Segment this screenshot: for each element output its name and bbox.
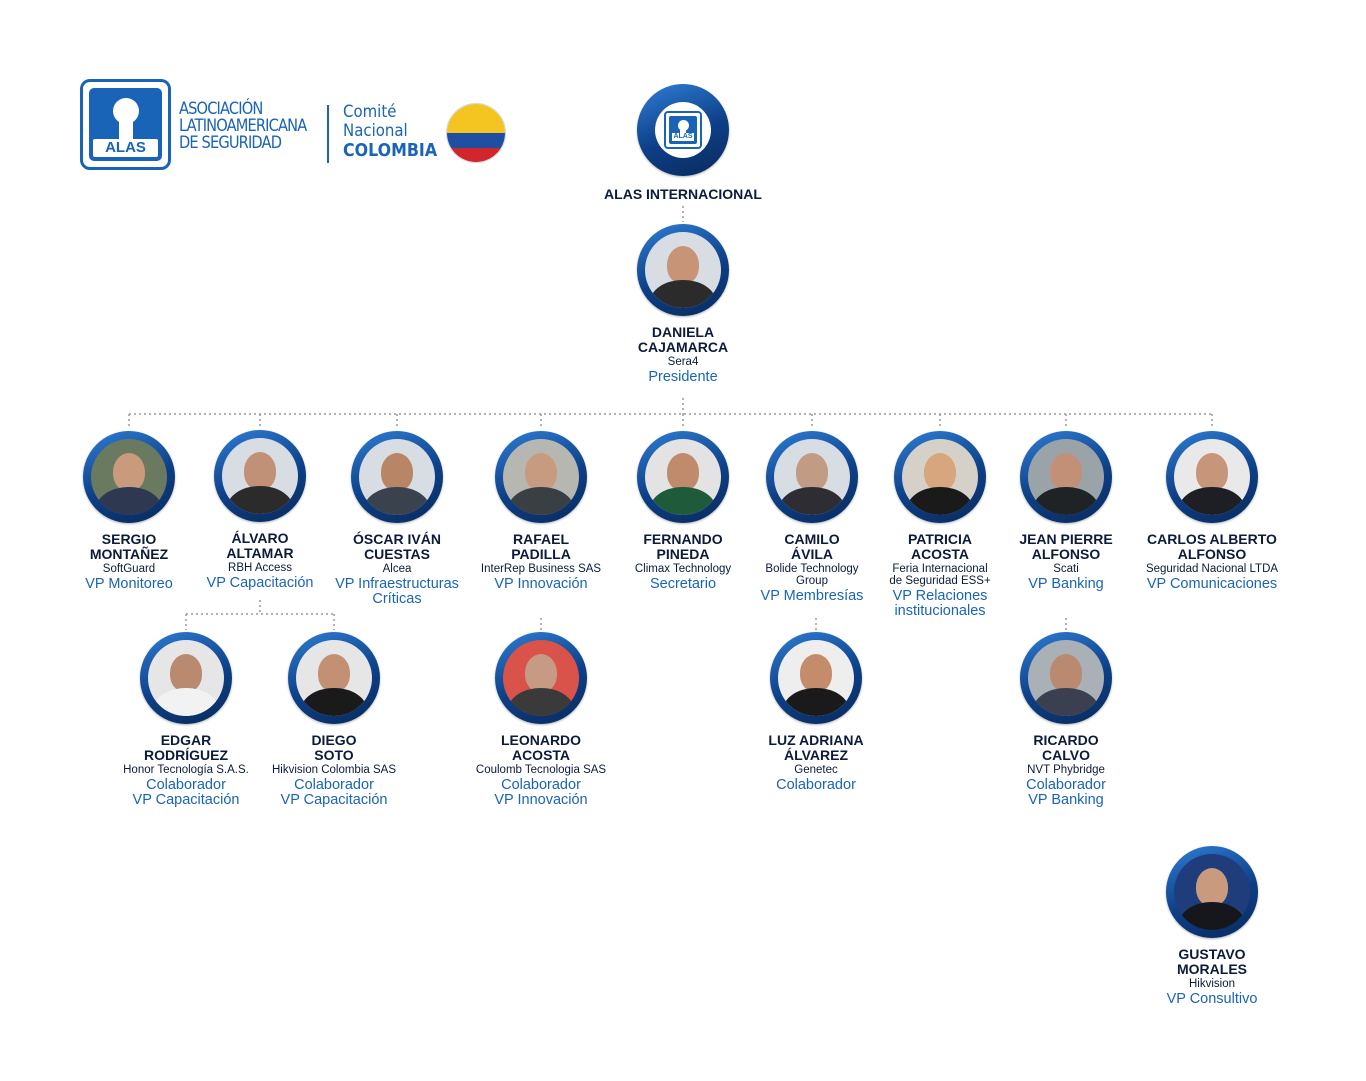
- person-name: FERNANDO PINEDA: [643, 531, 723, 562]
- person-company: Bolide Technology Group: [765, 563, 859, 587]
- person-role: VP Consultivo: [1166, 991, 1258, 1007]
- node-vp-consultivo: GUSTAVO MORALES Hikvision VP Consultivo: [1122, 846, 1302, 1007]
- alas-colombia-logo: ALAS ASOCIACIÓN LATINOAMERICANA DE SEGUR…: [80, 79, 520, 174]
- person-company: Genetec: [794, 764, 838, 776]
- node-vp-comunicaciones: CARLOS ALBERTO ALFONSO Seguridad Naciona…: [1122, 431, 1302, 592]
- avatar: [351, 431, 443, 523]
- person-name: RAFAEL PADILLA: [511, 531, 571, 562]
- person-name: SERGIO MONTAÑEZ: [89, 531, 169, 562]
- person-company: InterRep Business SAS: [480, 563, 602, 575]
- person-role: VP Monitoreo: [85, 576, 173, 592]
- node-vp-innovacion: RAFAEL PADILLA InterRep Business SAS VP …: [451, 431, 631, 592]
- node-collab-alvarez: LUZ ADRIANA ÁLVAREZ Genetec Colaborador: [726, 632, 906, 793]
- avatar: [766, 431, 858, 523]
- person-name: CARLOS ALBERTO ALFONSO: [1147, 531, 1277, 562]
- person-company: Feria Internacional de Seguridad ESS+: [889, 563, 991, 587]
- person-role: Colaborador VP Innovación: [494, 777, 588, 808]
- node-label: ALAS INTERNACIONAL: [604, 186, 762, 202]
- person-company: Seguridad Nacional LTDA: [1145, 563, 1279, 575]
- node-secretario: FERNANDO PINEDA Climax Technology Secret…: [593, 431, 773, 592]
- avatar: [495, 431, 587, 523]
- person-company: NVT Phybridge: [1027, 764, 1105, 776]
- person-company: Coulomb Tecnologia SAS: [475, 764, 607, 776]
- person-name: CAMILO ÁVILA: [784, 531, 840, 562]
- person-name: LUZ ADRIANA ÁLVAREZ: [768, 732, 864, 763]
- person-name: LEONARDO ACOSTA: [500, 732, 582, 763]
- person-role: Colaborador VP Banking: [1026, 777, 1106, 808]
- person-role: Colaborador VP Capacitación: [132, 777, 240, 808]
- person-name: GUSTAVO MORALES: [1177, 946, 1247, 977]
- person-role: Colaborador: [776, 777, 856, 793]
- alas-keyhole-icon: ALAS: [80, 79, 171, 170]
- avatar: [1020, 632, 1112, 724]
- avatar: [83, 431, 175, 523]
- avatar: [288, 632, 380, 724]
- person-company: Climax Technology: [634, 563, 732, 575]
- avatar: [1166, 431, 1258, 523]
- node-vp-infraestructuras: ÓSCAR IVÁN CUESTAS Alcea VP Infraestruct…: [307, 431, 487, 607]
- avatar: [637, 224, 729, 316]
- avatar: [140, 632, 232, 724]
- node-vp-capacitacion: ÁLVARO ALTAMAR RBH Access VP Capacitació…: [170, 430, 350, 591]
- person-name: EDGAR RODRÍGUEZ: [144, 732, 228, 763]
- avatar: [495, 632, 587, 724]
- avatar: [894, 431, 986, 523]
- person-company: Scati: [1053, 563, 1079, 575]
- person-company: Hikvision Colombia SAS: [272, 764, 396, 776]
- person-name: PATRICIA ACOSTA: [907, 531, 973, 562]
- logo-badge-text: ALAS: [93, 139, 158, 157]
- person-role: VP Capacitación: [206, 575, 314, 591]
- person-role: VP Membresías: [760, 588, 864, 604]
- node-collab-rodriguez: EDGAR RODRÍGUEZ Honor Tecnología S.A.S. …: [96, 632, 276, 808]
- person-name: RICARDO CALVO: [1033, 732, 1099, 763]
- person-role: VP Innovación: [494, 576, 588, 592]
- person-name: DANIELA CAJAMARCA: [637, 324, 729, 355]
- avatar: [1166, 846, 1258, 938]
- node-collab-acosta: LEONARDO ACOSTA Coulomb Tecnologia SAS C…: [451, 632, 631, 808]
- node-vp-membresias: CAMILO ÁVILA Bolide Technology Group VP …: [722, 431, 902, 604]
- alas-logo-avatar: ALAS: [637, 84, 729, 176]
- node-collab-calvo: RICARDO CALVO NVT Phybridge Colaborador …: [976, 632, 1156, 808]
- node-vp-monitoreo: SERGIO MONTAÑEZ SoftGuard VP Monitoreo: [39, 431, 219, 592]
- avatar: [1020, 431, 1112, 523]
- person-role: VP Relaciones institucionales: [892, 588, 988, 619]
- avatar: [770, 632, 862, 724]
- person-company: Sera4: [667, 356, 699, 368]
- person-role: Presidente: [648, 369, 718, 385]
- logo-divider: [327, 105, 329, 163]
- node-vp-banking: JEAN PIERRE ALFONSO Scati VP Banking: [976, 431, 1156, 592]
- person-name: JEAN PIERRE ALFONSO: [1019, 531, 1113, 562]
- person-role: Colaborador VP Capacitación: [280, 777, 388, 808]
- person-company: RBH Access: [228, 562, 292, 574]
- person-name: DIEGO SOTO: [311, 732, 357, 763]
- node-president: DANIELA CAJAMARCA Sera4 Presidente: [593, 224, 773, 385]
- person-company: Alcea: [382, 563, 412, 575]
- node-alas-internacional: ALAS ALAS INTERNACIONAL: [593, 84, 773, 202]
- node-collab-soto: DIEGO SOTO Hikvision Colombia SAS Colabo…: [244, 632, 424, 808]
- person-name: ÓSCAR IVÁN CUESTAS: [353, 531, 441, 562]
- colombia-flag-icon: [446, 103, 506, 163]
- person-role: VP Comunicaciones: [1146, 576, 1278, 592]
- person-role: VP Infraestructuras Críticas: [335, 576, 459, 607]
- node-vp-relaciones: PATRICIA ACOSTA Feria Internacional de S…: [850, 431, 1030, 619]
- organization-name: ASOCIACIÓN LATINOAMERICANA DE SEGURIDAD: [179, 99, 307, 153]
- person-company: SoftGuard: [102, 563, 156, 575]
- person-role: Secretario: [649, 576, 717, 592]
- person-role: VP Banking: [1028, 576, 1104, 592]
- person-company: Honor Tecnología S.A.S.: [123, 764, 249, 776]
- person-name: ÁLVARO ALTAMAR: [226, 530, 294, 561]
- committee-name: Comité Nacional COLOMBIA: [343, 102, 438, 161]
- avatar: [214, 430, 306, 522]
- person-company: Hikvision: [1188, 978, 1235, 990]
- avatar: [637, 431, 729, 523]
